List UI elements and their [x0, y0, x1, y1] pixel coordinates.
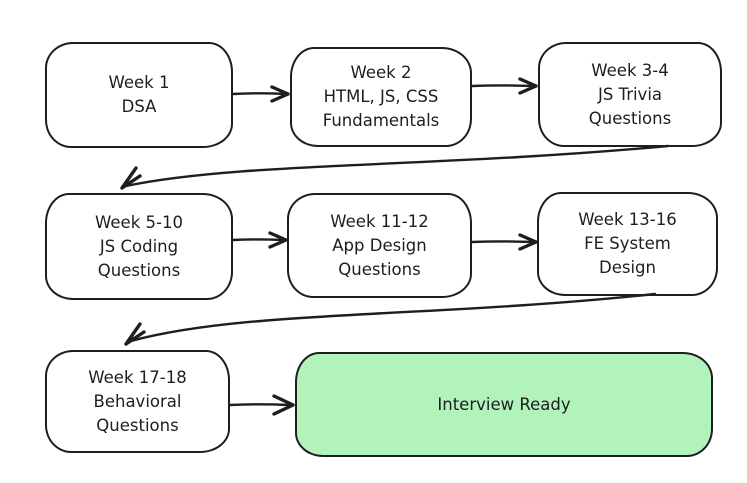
node-line: Week 11-12 [330, 211, 429, 231]
node-week-3-4[interactable]: Week 3-4 JS Trivia Questions [538, 42, 722, 147]
node-line: Week 2 [350, 63, 412, 82]
node-line: Week 3-4 [591, 60, 669, 80]
arrow-week2-to-week3-4[interactable] [470, 77, 538, 95]
node-line: Questions [97, 260, 181, 280]
arrow-week5-10-to-week11-12[interactable] [231, 231, 288, 249]
node-line: Questions [96, 415, 179, 435]
node-line: Week 13-16 [578, 210, 677, 229]
node-line: Behavioral [93, 391, 182, 411]
node-week-13-16[interactable]: Week 13-16 FE System Design [537, 192, 718, 296]
node-line: Week 5-10 [95, 212, 183, 232]
node-week-2[interactable]: Week 2 HTML, JS, CSS Fundamentals [290, 47, 472, 147]
arrow-week13-16-to-week17-18[interactable] [124, 292, 657, 346]
arrow-week17-18-to-interview-ready[interactable] [228, 394, 295, 416]
node-line: Fundamentals [322, 111, 440, 130]
node-line: Week 1 [108, 73, 170, 92]
node-line: JS Trivia [597, 84, 663, 104]
node-line: DSA [121, 97, 157, 116]
node-week-11-12[interactable]: Week 11-12 App Design Questions [287, 193, 472, 298]
arrow-week1-to-week2[interactable] [231, 85, 290, 103]
node-interview-ready[interactable]: Interview Ready [295, 352, 713, 457]
arrow-week11-12-to-week13-16[interactable] [470, 233, 538, 251]
node-line: Design [599, 258, 656, 277]
node-line: Questions [338, 259, 421, 279]
node-line: Week 17-18 [88, 367, 187, 387]
node-line: Interview Ready [437, 394, 571, 414]
node-line: Questions [588, 108, 672, 128]
node-week-17-18[interactable]: Week 17-18 Behavioral Questions [45, 350, 230, 453]
node-week-1-dsa[interactable]: Week 1 DSA [45, 42, 233, 148]
arrow-week3-4-to-week5-10[interactable] [120, 144, 670, 190]
node-line: FE System [584, 234, 671, 253]
node-line: JS Coding [99, 236, 179, 256]
node-week-5-10[interactable]: Week 5-10 JS Coding Questions [45, 193, 233, 300]
node-line: App Design [332, 235, 427, 255]
node-line: HTML, JS, CSS [323, 87, 439, 106]
